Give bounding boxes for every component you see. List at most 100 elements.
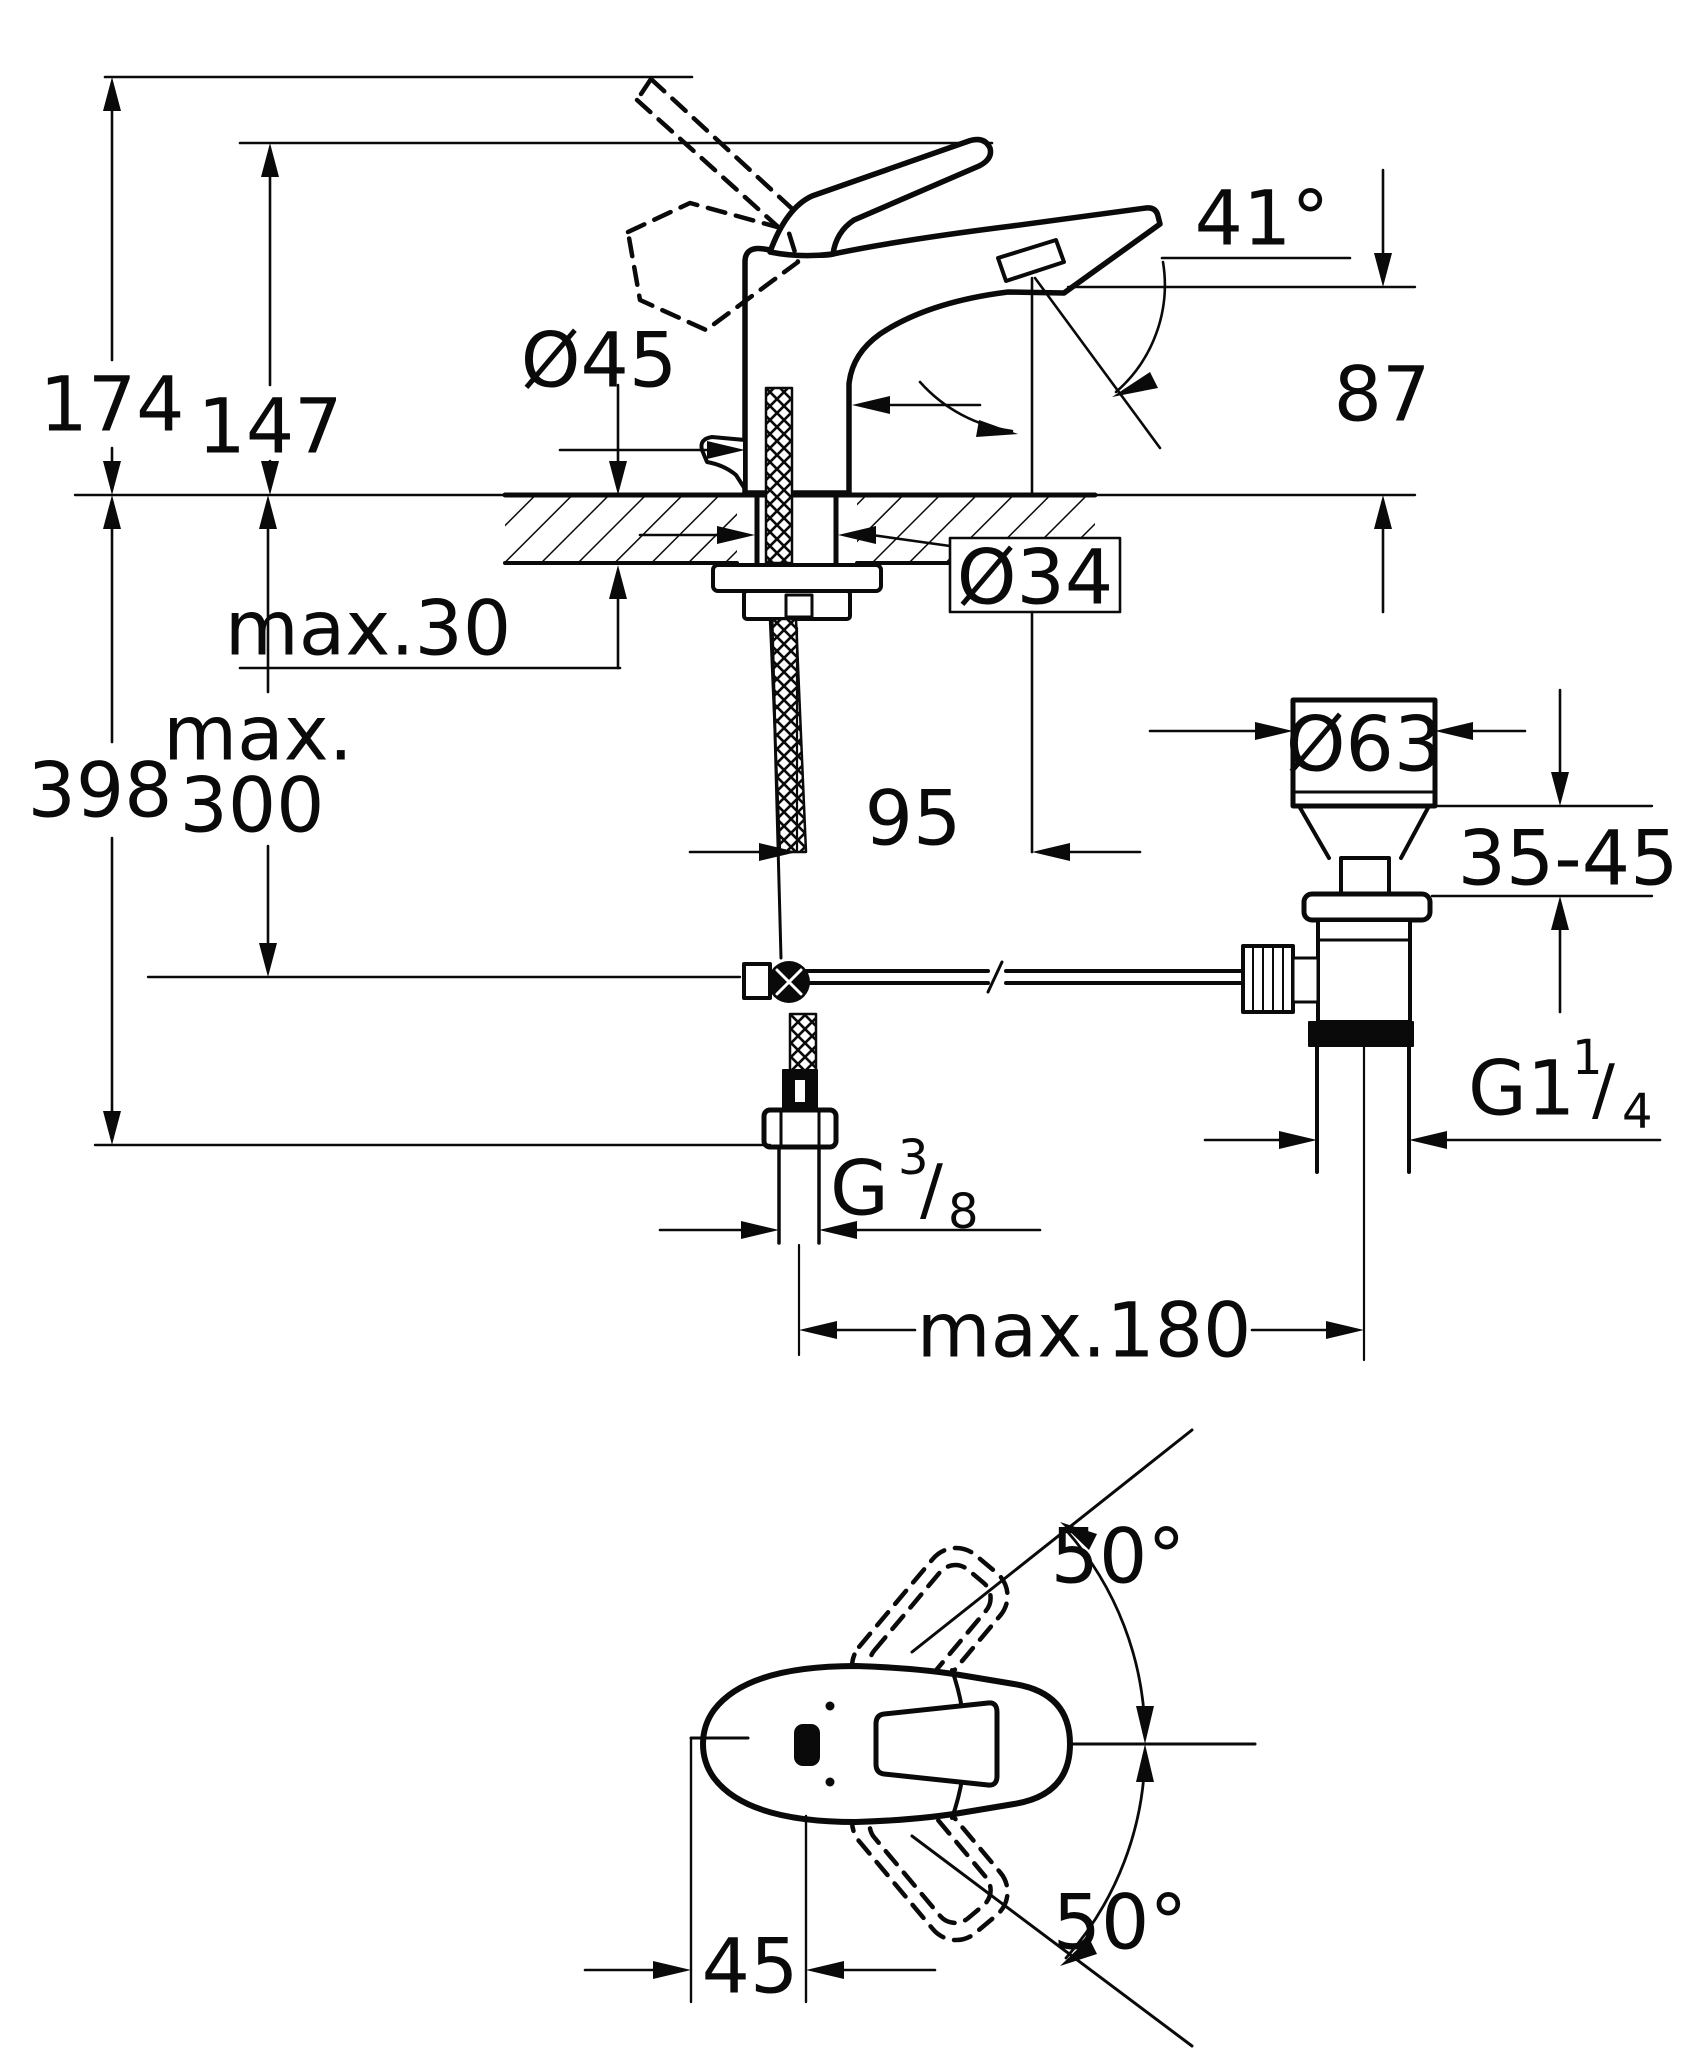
mounting-shank <box>711 492 883 621</box>
hose-connector-nut <box>761 1107 839 1150</box>
angle-arc-outer <box>1114 260 1167 394</box>
rod-port <box>1291 956 1320 1004</box>
rod-clamp <box>742 962 772 1000</box>
swung-handle-outer <box>849 1545 1010 1717</box>
lever-raised-dashed <box>625 76 803 333</box>
d34-label-box <box>948 536 1122 614</box>
hose-braid-lower <box>788 1012 818 1074</box>
label-g1-slash: / <box>1592 1051 1615 1130</box>
arrowhead-up <box>261 143 279 177</box>
arrowhead-right <box>1326 1321 1364 1339</box>
arrowhead-left <box>838 526 876 544</box>
arc-arrowhead-upper-end <box>1060 1522 1097 1550</box>
hose-braid-upper <box>764 386 794 565</box>
arrowhead-down <box>1374 253 1392 287</box>
waste-bottom-flange <box>1308 1021 1414 1047</box>
dimension-398: 398 <box>27 495 772 1147</box>
label-g: G <box>830 1144 889 1233</box>
label-87: 87 <box>1334 350 1431 439</box>
arrowhead-left <box>1032 843 1070 861</box>
label-174: 174 <box>39 360 184 449</box>
arrowhead-right <box>741 1221 779 1239</box>
lower-swing-boundary-line <box>910 1834 1194 2048</box>
popup-rod <box>804 960 1247 994</box>
ball-joint-crosshatch <box>775 968 803 996</box>
swing-angle-construction: 50° 50° <box>910 1428 1257 2048</box>
faucet-top-outline <box>700 1663 1073 1825</box>
arrowhead-right <box>759 843 797 861</box>
label-g1-numerator: 1 <box>1572 1030 1603 1086</box>
label-147: 147 <box>197 382 342 471</box>
dimension-max180: max.180 <box>799 1286 1364 1375</box>
pull-rod <box>770 617 783 960</box>
label-41deg: 41° <box>1195 174 1330 263</box>
arc-arrowhead-down <box>1136 1706 1154 1744</box>
arrowhead-left <box>799 1321 837 1339</box>
angle-arc-inner <box>918 380 1014 433</box>
handle-recess <box>873 1700 1000 1788</box>
spout-angle-41: 41° <box>918 174 1352 854</box>
label-max30: max.30 <box>225 584 511 673</box>
arrowhead-up <box>1551 896 1569 930</box>
raised-lever-socket <box>625 200 801 333</box>
arc-arrowhead <box>976 420 1018 437</box>
hose-end-collar-slot <box>795 1080 805 1102</box>
raised-lever-bottom-edge <box>634 97 789 237</box>
label-d34: Ø34 <box>957 533 1114 622</box>
waste-stem <box>1339 856 1391 896</box>
arrowhead-left <box>1435 722 1473 740</box>
arrowhead-left <box>1409 1131 1447 1149</box>
arrowhead-up <box>103 495 121 529</box>
label-g-denominator: 8 <box>948 1184 979 1240</box>
popup-waste-assembly <box>1241 697 1438 1362</box>
dimension-max30: max.30 <box>225 383 627 673</box>
arrowhead-right <box>1255 722 1293 740</box>
handle-swung-up-dashed <box>849 1545 1010 1717</box>
arc-arrowhead <box>1112 372 1158 397</box>
faucet-outline <box>699 136 1163 496</box>
detail-dot-lower <box>825 1777 835 1787</box>
waste-plug-flange <box>1290 697 1438 809</box>
arrowhead-down <box>103 461 121 495</box>
arrowhead-down <box>259 943 277 977</box>
dimension-87: 87 <box>1066 168 1431 614</box>
raised-lever-top-edge <box>648 76 803 219</box>
d34-leader <box>870 533 952 548</box>
arrowhead-down <box>103 1111 121 1145</box>
dimension-35-45: 35-45 <box>1430 688 1678 1014</box>
swung-handle-inner <box>867 1562 993 1699</box>
label-max180: max.180 <box>917 1286 1252 1375</box>
waste-taper <box>1297 804 1431 860</box>
rod-break-mark <box>986 960 1004 994</box>
swung-handle-inner <box>867 1789 993 1926</box>
waste-body <box>1316 918 1412 1024</box>
arrowhead-up <box>103 77 121 111</box>
label-45: 45 <box>702 1922 799 2011</box>
dimension-147: 147 <box>197 143 343 495</box>
supply-hose-assembly <box>742 386 839 1357</box>
label-398: 398 <box>27 746 172 835</box>
arrowhead-left <box>852 396 890 414</box>
arrowhead-right <box>707 441 745 459</box>
side-view: 174 147 398 max. 300 <box>27 75 1678 1375</box>
label-d45: Ø45 <box>521 316 678 405</box>
jet-direction-line <box>1033 276 1162 450</box>
dimension-95: 95 <box>688 626 1142 863</box>
arc-arrowhead-lower-end <box>1060 1938 1097 1966</box>
arrowhead-down <box>1551 772 1569 806</box>
dimension-g38: G 3 / 8 <box>658 1130 1042 1240</box>
handle-swung-down-dashed <box>849 1771 1010 1943</box>
arrowhead-left <box>806 1961 844 1979</box>
label-g1: G1 <box>1468 1044 1575 1133</box>
dimension-d45: Ø45 <box>521 316 982 459</box>
dimension-d34: Ø34 <box>638 526 1122 622</box>
lever-handle-side <box>767 136 994 259</box>
dimension-max300: max. 300 <box>146 495 742 979</box>
dimension-d63: Ø63 <box>1148 700 1527 789</box>
label-g-numerator: 3 <box>898 1130 929 1186</box>
raised-lever-tip <box>634 76 654 103</box>
dimension-g114: G1 1 / 4 <box>1203 1030 1662 1149</box>
arrowhead-right <box>653 1961 691 1979</box>
knurl-lines <box>1252 945 1284 1013</box>
